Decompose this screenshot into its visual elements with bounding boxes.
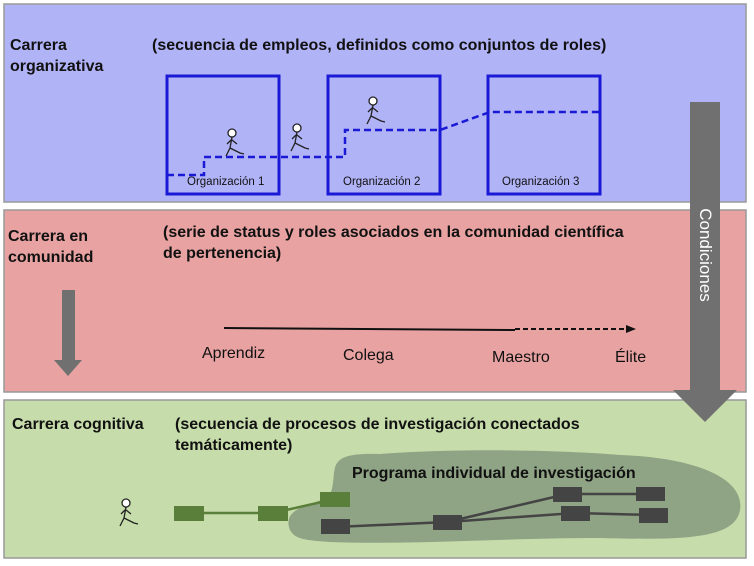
organizational-subtitle: (secuencia de empleos, definidos como co… xyxy=(152,37,607,54)
community-subtitle: (serie de status y roles asociados en la… xyxy=(163,224,624,262)
status-line xyxy=(223,327,516,331)
community-title: Carrera en comunidad xyxy=(8,228,94,266)
program-label: Programa individual de investigación xyxy=(352,465,636,482)
organization-box-1 xyxy=(165,74,281,196)
walker-figure-icon xyxy=(119,96,386,527)
research-program-area xyxy=(288,450,741,543)
conditions-label: Condiciones xyxy=(696,208,715,302)
organization-box-3 xyxy=(486,74,602,196)
down-arrow-icon xyxy=(54,290,82,376)
community-panel xyxy=(3,209,747,393)
cognitive-subtitle: (secuencia de procesos de investigación … xyxy=(175,416,580,454)
stage-aprendiz: Aprendiz xyxy=(202,345,266,362)
organization-label-1: Organización 1 xyxy=(187,176,265,188)
cognitive-title: Carrera cognitiva xyxy=(12,416,144,433)
career-path xyxy=(167,110,600,177)
organization-label-3: Organización 3 xyxy=(502,176,580,188)
organization-box-2 xyxy=(326,74,442,196)
stage-colega: Colega xyxy=(343,347,394,364)
stage-maestro: Maestro xyxy=(492,349,550,366)
early-research-nodes xyxy=(174,492,350,521)
stage-elite: Élite xyxy=(615,349,647,366)
conditions-arrow xyxy=(673,102,737,422)
organization-label-2: Organización 2 xyxy=(343,176,421,188)
arrowhead-icon xyxy=(626,325,636,333)
program-research-nodes xyxy=(321,487,668,534)
organizational-title: Carrera organizativa xyxy=(10,37,104,75)
